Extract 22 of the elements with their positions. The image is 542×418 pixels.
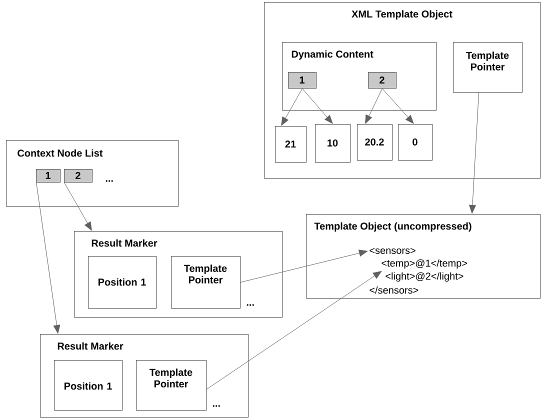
arrow (36, 182, 60, 334)
arrow (240, 250, 368, 283)
arrow (302, 88, 333, 124)
arrow (469, 92, 480, 214)
position-box: Position 1 (54, 360, 123, 411)
arrow (365, 88, 383, 124)
index-box: 2 (368, 72, 397, 89)
position-box: Position 1 (88, 256, 157, 309)
value-box: 20.2 (357, 124, 393, 161)
index-box: 1 (36, 169, 61, 183)
arrow (281, 88, 303, 126)
index-box: 2 (64, 169, 93, 183)
value-box: 10 (315, 124, 351, 163)
pointer-box: Template Pointer (136, 360, 207, 411)
arrow (382, 88, 414, 124)
pointer-box: Template Pointer (171, 256, 241, 309)
arrow (206, 271, 382, 390)
value-box: 21 (275, 126, 307, 163)
value-box: 0 (398, 124, 433, 161)
pointer-box: Template Pointer (453, 42, 523, 93)
template-box: Template Object (uncompressed) <sensors> <temp>@1</temp> <light>@2</light> </sensors> (306, 214, 541, 299)
index-box: 1 (288, 72, 317, 89)
